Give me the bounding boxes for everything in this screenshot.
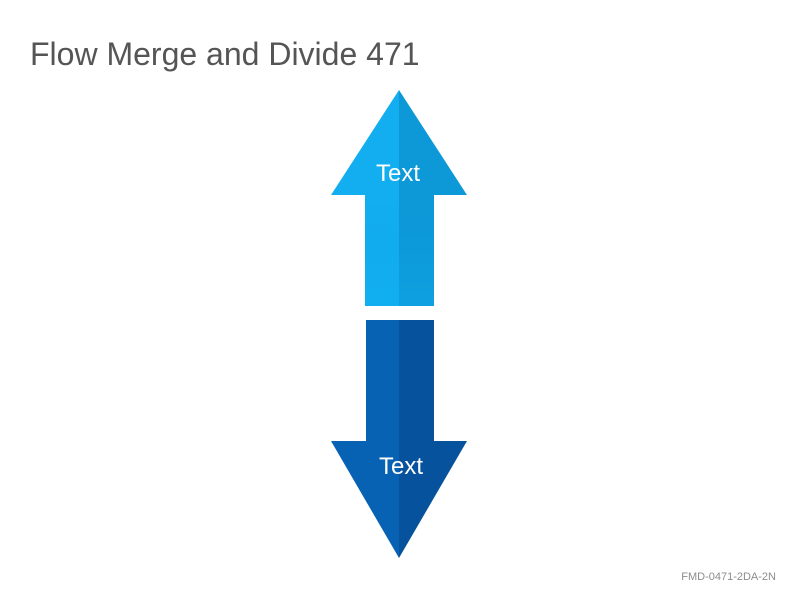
down-arrow-shape — [331, 320, 467, 558]
up-arrow-label: Text — [376, 160, 420, 187]
down-arrow: Text — [331, 320, 467, 558]
down-arrow-label: Text — [379, 453, 423, 480]
slide-title: Flow Merge and Divide 471 — [30, 36, 420, 72]
up-arrow: Text — [331, 90, 467, 306]
slide-code: FMD-0471-2DA-2N — [681, 571, 776, 583]
up-arrow-body-highlight — [365, 195, 434, 306]
